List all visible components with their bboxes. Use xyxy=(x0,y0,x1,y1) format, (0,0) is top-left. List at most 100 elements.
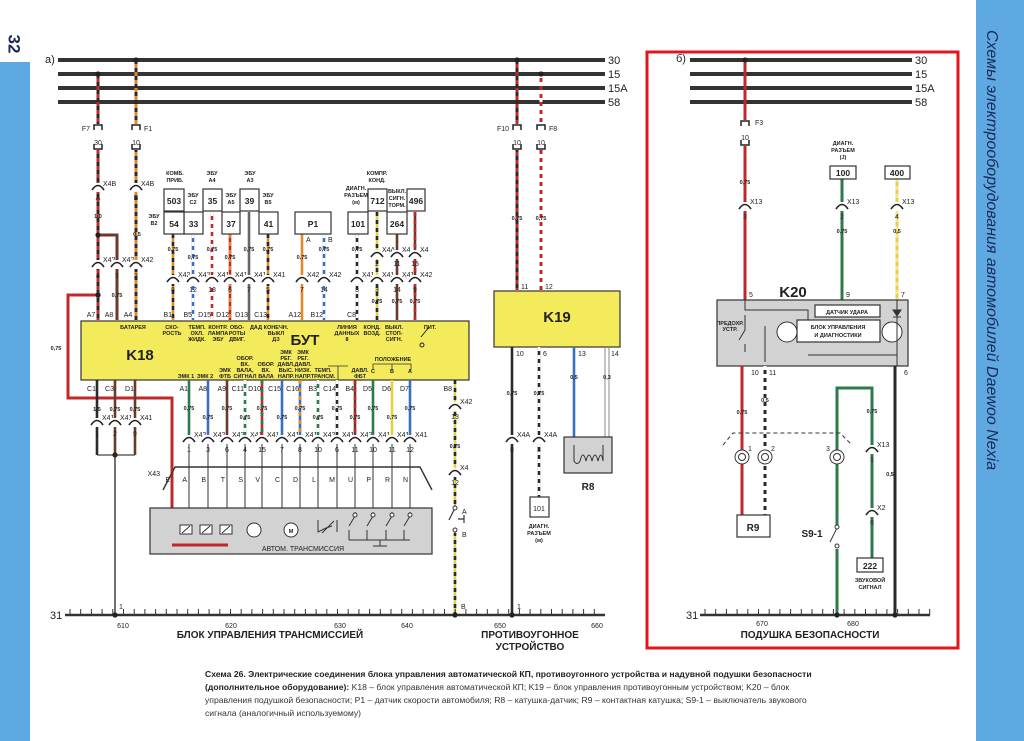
connector-pin: 15 xyxy=(258,447,266,454)
tick-label: 650 xyxy=(494,623,506,630)
fuse-label: F10 xyxy=(497,126,509,133)
k18-pin: A7 xyxy=(87,312,96,319)
k18-pin: C11 xyxy=(232,386,244,393)
right-page-strip: Схемы электрооборудования автомобилей Da… xyxy=(976,0,1024,741)
label: 13 xyxy=(451,414,459,421)
label: 0,75 xyxy=(203,415,214,421)
connector-icon xyxy=(505,436,519,443)
bus-label: 58 xyxy=(915,97,927,109)
connector-icon xyxy=(293,436,307,443)
bus-label: 15 xyxy=(608,69,620,81)
connector-gap xyxy=(110,418,120,427)
bus-label: 15А xyxy=(608,83,628,95)
switch-contact xyxy=(834,543,840,549)
k18-fn: ОХЛ. xyxy=(190,331,204,337)
fuse-gap xyxy=(131,124,141,150)
connector-pin: 2 xyxy=(375,261,379,268)
connector-icon xyxy=(408,251,422,258)
label: 100 xyxy=(836,168,850,178)
connector-icon xyxy=(238,436,252,443)
connector-label: X42 xyxy=(323,432,336,439)
connector-gap xyxy=(168,275,178,284)
module-caption: А3 xyxy=(246,178,253,184)
connector-label: X42 xyxy=(460,399,473,406)
connector-icon xyxy=(91,184,105,191)
label: ДАТЧИК УДАРА xyxy=(826,310,868,316)
connector-icon xyxy=(403,436,417,443)
k18-pin: B5 xyxy=(183,312,192,319)
k19-pin: 10 xyxy=(516,351,524,358)
module-caption: РАЗЪЕМ xyxy=(344,193,368,199)
label: F3 xyxy=(755,120,763,127)
label: X13 xyxy=(750,199,763,206)
bus-label: 30 xyxy=(915,55,927,67)
x43-pin: R xyxy=(385,477,390,484)
diag-box-100 xyxy=(829,165,857,180)
position-label: ПОЛОЖЕНИЕ xyxy=(375,357,412,363)
k20-pin: 5 xyxy=(749,292,753,299)
connector-pin: 3 xyxy=(355,287,359,294)
module-caption: С2 xyxy=(189,200,196,206)
connector-label: X41 xyxy=(250,432,263,439)
label: 0,75 xyxy=(277,415,288,421)
connector-icon xyxy=(350,276,364,283)
module-caption: ДИАГН. xyxy=(346,186,367,192)
k18-title: БУТ xyxy=(291,332,320,349)
connector-gap xyxy=(263,275,273,284)
label: ПРЕДОХР. xyxy=(716,321,744,327)
k18-fn: ДВИГ. xyxy=(229,337,245,343)
connector-label: X42 xyxy=(178,272,191,279)
k18-fn: КОНТР. xyxy=(208,325,228,331)
label: ДИАГН. xyxy=(529,524,550,530)
label: 3 xyxy=(743,214,747,221)
label: УСТР. xyxy=(723,327,738,333)
label: ЗВУКОВОЙ xyxy=(855,576,885,584)
label: 0,75 xyxy=(297,255,308,261)
k18-pin: A8 xyxy=(105,312,114,319)
module-id: 39 xyxy=(245,196,255,206)
x43-pin: N xyxy=(403,477,408,484)
section-title: БЛОК УПРАВЛЕНИЯ ТРАНСМИССИЕЙ xyxy=(177,628,364,641)
k18-fn: КОНД. xyxy=(363,325,381,331)
connector-gap xyxy=(372,275,382,284)
connector-label: X41 xyxy=(217,272,230,279)
connector-label: X41 xyxy=(402,272,415,279)
k18-fn: ВХ. xyxy=(262,368,271,374)
connector-label: X42 xyxy=(122,257,135,264)
connector-gap xyxy=(257,435,267,444)
label: 0,75 xyxy=(225,255,236,261)
k18-fn: ЖИДК. xyxy=(187,337,206,343)
connector-pin: 6 xyxy=(228,287,232,294)
module-caption: В2 xyxy=(150,221,157,227)
connector-gap xyxy=(450,468,460,477)
module-box xyxy=(347,211,369,235)
k19-pin: 14 xyxy=(611,351,619,358)
connector-pin: 12 xyxy=(406,447,414,454)
connector-gap xyxy=(131,183,141,192)
section-title: УСТРОЙСТВО xyxy=(496,640,565,653)
connector-icon xyxy=(128,419,142,426)
label: 0,3 xyxy=(603,375,611,381)
x43-label: X43 xyxy=(148,471,161,478)
k18-fn: ТРАНСМ. xyxy=(311,374,336,380)
k18-fn: ВАЛА xyxy=(258,374,274,380)
module-caption: А4 xyxy=(208,178,216,184)
x43-pin: S xyxy=(238,477,243,484)
x43-pin: C xyxy=(275,477,280,484)
label: 0,75 xyxy=(507,391,518,397)
label: X13 xyxy=(877,442,890,449)
label: 0,5 xyxy=(570,375,578,381)
connector-gap xyxy=(867,445,877,454)
label: 0,75 xyxy=(350,415,361,421)
connector-gap xyxy=(392,250,402,259)
k18-pin: C1 xyxy=(87,386,96,393)
connector-icon xyxy=(370,251,384,258)
k18-pin: D1 xyxy=(125,386,134,393)
connector-pin: 11 xyxy=(351,447,358,454)
connector-pin: 8 xyxy=(171,287,175,294)
module-box xyxy=(202,188,223,212)
label: РАЗЪЕМ xyxy=(527,531,551,537)
k18-fn: ОБОР. xyxy=(258,362,275,368)
connector-pin: A xyxy=(96,195,101,202)
